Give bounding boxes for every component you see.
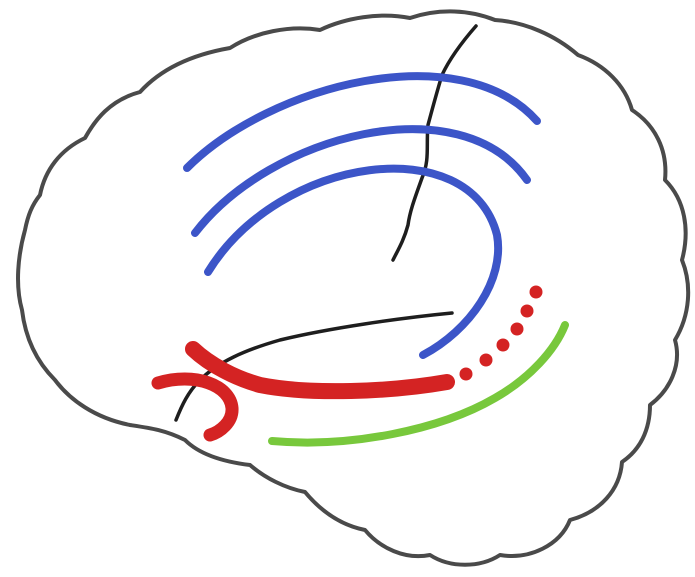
ventral-tract-dot [480, 354, 493, 367]
dorsal-tract-upper [187, 76, 537, 168]
central-sulcus [393, 26, 476, 260]
ventral-tract-dot [530, 286, 543, 299]
ventral-tract-dot [460, 368, 473, 381]
ventral-tract-dot [521, 305, 534, 318]
ventral-tract [193, 349, 447, 391]
ventral-tract-dot [511, 323, 524, 336]
ventral-tract-dot [497, 339, 510, 352]
dorsal-tract-middle [195, 129, 527, 233]
brain-outline [18, 11, 688, 564]
ventral-tract-extension [460, 286, 543, 381]
